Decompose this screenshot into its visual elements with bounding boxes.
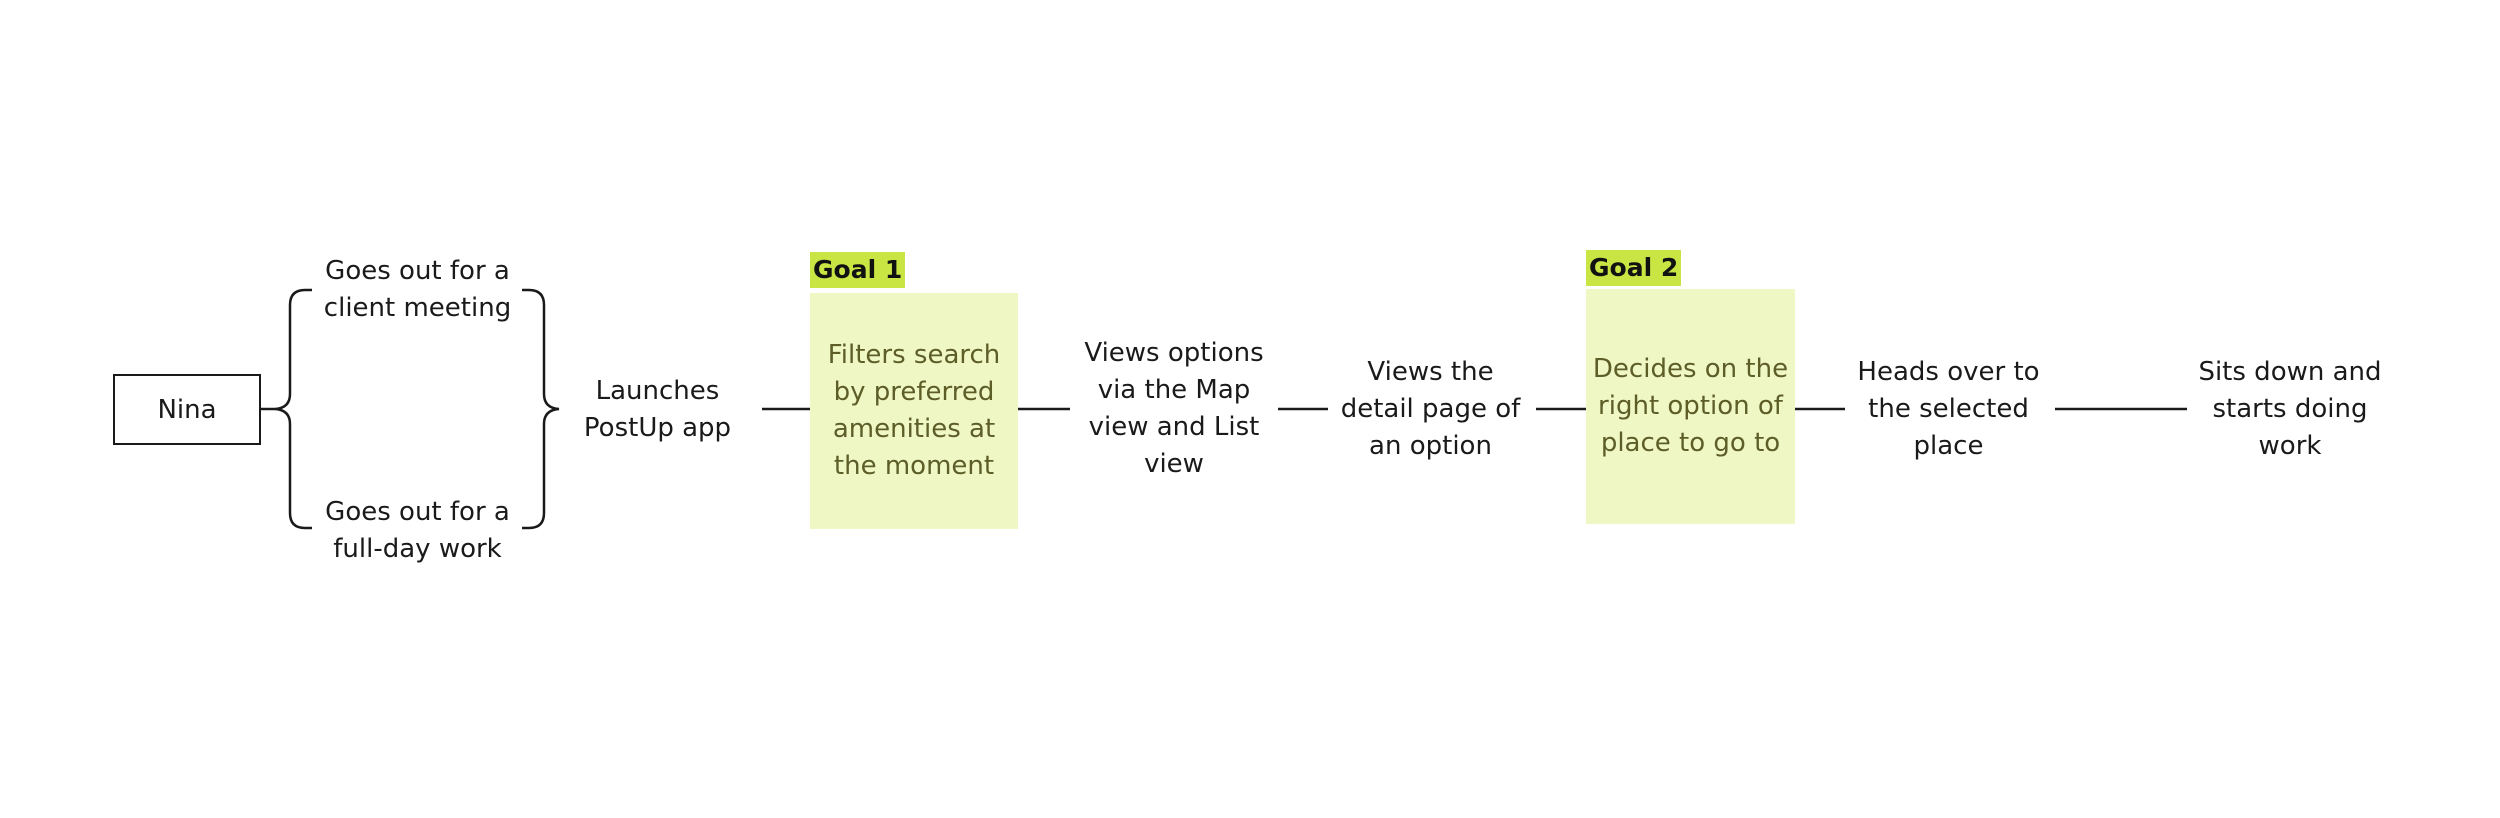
trigger-full-day-work: Goes out for a full-day work (325, 497, 510, 564)
goal-1-tag: Goal 1 (810, 252, 906, 288)
persona-box: Nina (113, 374, 261, 445)
sticky-filter-search: Filters search by preferred amenities at… (810, 293, 1018, 529)
sticky-decides-option: Decides on the right option of place to … (1586, 289, 1795, 524)
step-launch-app: Launches PostUp app (583, 376, 732, 443)
step-heads-over: Heads over to the selected place (1857, 356, 2040, 461)
goal-2-tag: Goal 2 (1586, 250, 1682, 286)
right-brace (522, 288, 560, 530)
persona-name: Nina (157, 394, 217, 425)
step-sits-down: Sits down and starts doing work (2198, 356, 2382, 461)
left-brace (274, 288, 312, 530)
trigger-client-meeting: Goes out for a client meeting (323, 256, 512, 323)
step-views-detail: Views the detail page of an option (1340, 356, 1521, 461)
step-views-options: Views options via the Map view and List … (1084, 338, 1264, 479)
